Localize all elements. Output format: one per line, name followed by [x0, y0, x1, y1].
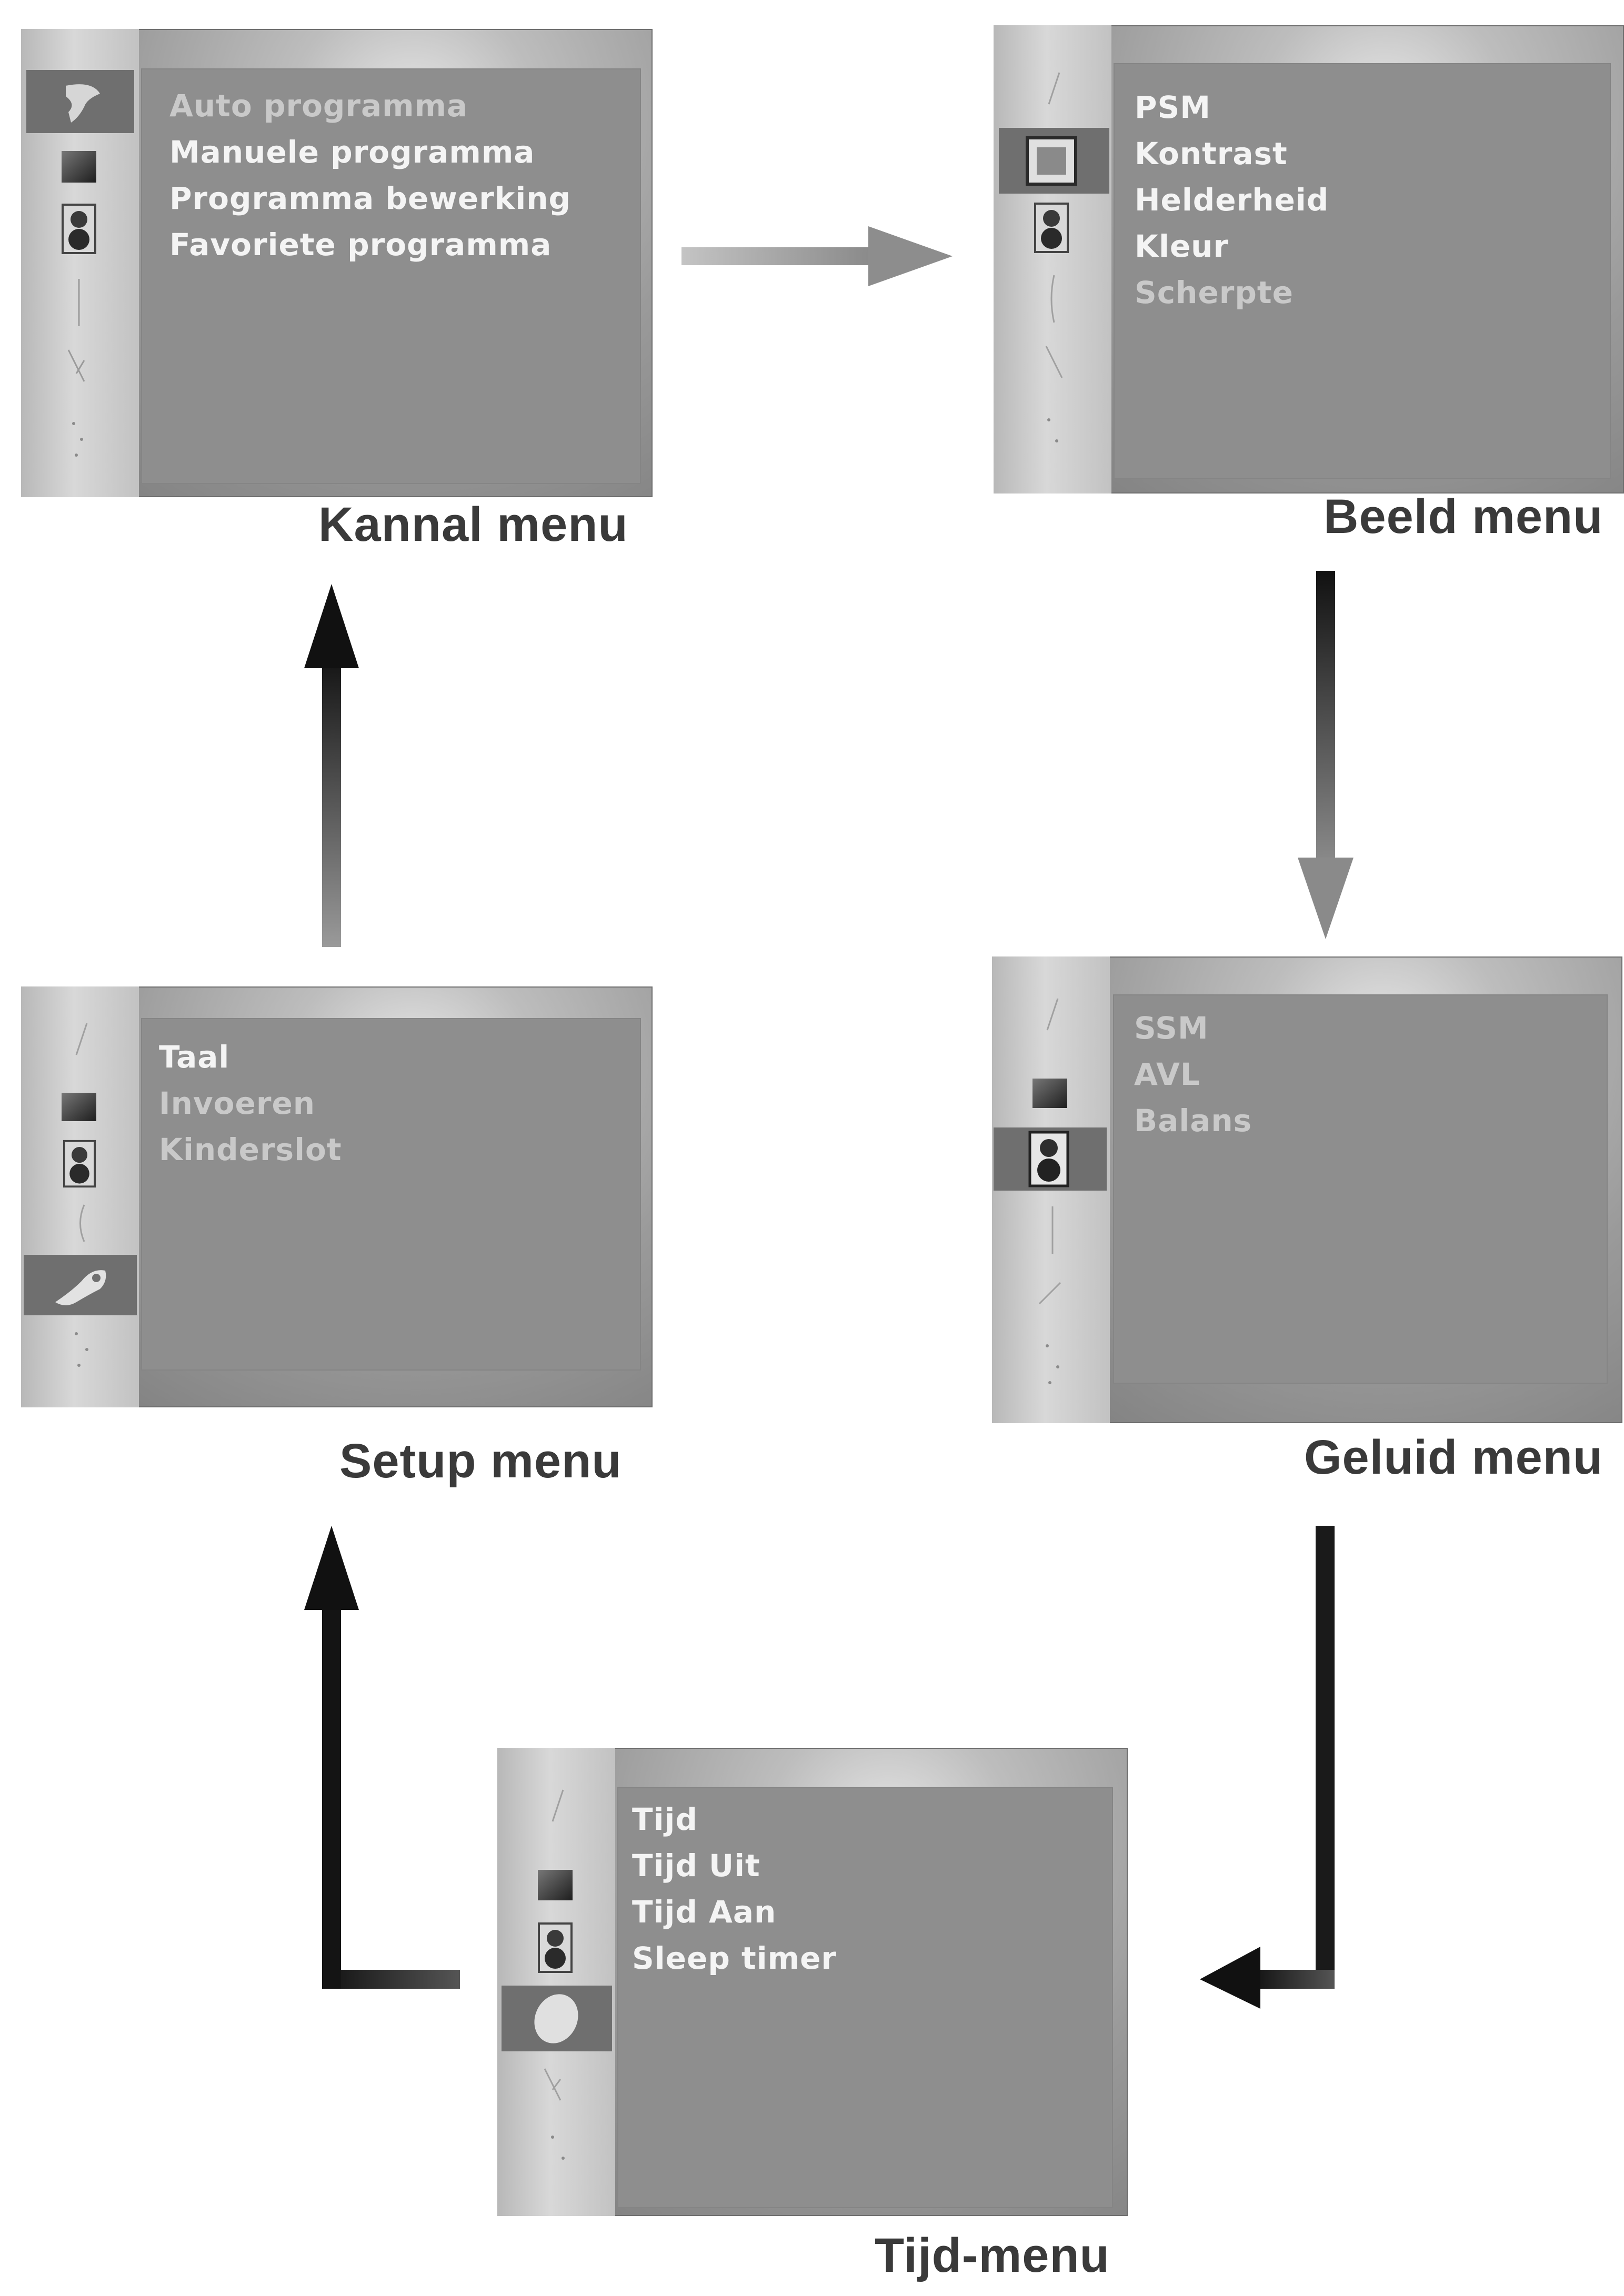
picture-icon[interactable] — [61, 1092, 97, 1122]
menu-options-panel — [1113, 994, 1608, 1384]
speaker-icon[interactable] — [537, 1921, 574, 1974]
lock-icon[interactable] — [1041, 409, 1067, 462]
menu-item[interactable]: Tijd — [632, 1801, 698, 1837]
satellite-dish-icon[interactable] — [55, 75, 108, 128]
arrow-kannal-to-beeld — [681, 226, 953, 286]
satellite-dish-icon[interactable] — [547, 1785, 568, 1827]
satellite-dish-icon[interactable] — [71, 1018, 92, 1060]
menu-item[interactable]: Auto programma — [169, 88, 468, 124]
lock-icon[interactable] — [66, 413, 92, 466]
menu-options-panel — [1114, 63, 1611, 479]
clock-icon[interactable] — [1044, 273, 1065, 325]
menu-item[interactable]: Helderheid — [1135, 182, 1329, 218]
menu-icon-sidebar — [21, 986, 139, 1407]
menu-options-panel — [617, 1787, 1113, 2208]
setup-menu-screen: Taal Invoeren Kinderslot — [21, 986, 653, 1407]
beeld-menu-screen: PSM Kontrast Helderheid Kleur Scherpte — [994, 25, 1624, 494]
tijd-menu-caption: Tijd-menu — [875, 2229, 1110, 2282]
arrow-tijd-to-setup — [304, 1526, 460, 1989]
picture-icon[interactable] — [537, 1869, 574, 1901]
wrench-icon[interactable] — [50, 1260, 113, 1310]
menu-item[interactable]: Kinderslot — [159, 1132, 342, 1167]
menu-item[interactable]: Tijd Uit — [632, 1848, 760, 1884]
menu-options-panel — [141, 68, 641, 484]
menu-icon-sidebar — [994, 25, 1111, 494]
lock-icon[interactable] — [66, 1323, 97, 1381]
clock-icon[interactable] — [71, 1202, 92, 1244]
clock-icon[interactable] — [1042, 1204, 1063, 1256]
wrench-icon[interactable] — [63, 345, 95, 392]
menu-item[interactable]: AVL — [1134, 1056, 1200, 1092]
clock-icon[interactable] — [68, 276, 89, 329]
picture-icon[interactable] — [1025, 136, 1078, 186]
speaker-icon[interactable] — [1028, 1130, 1070, 1188]
menu-item[interactable]: Tijd Aan — [632, 1894, 777, 1930]
lock-icon[interactable] — [542, 2127, 574, 2184]
menu-item[interactable]: Sleep timer — [632, 1940, 837, 1976]
speaker-icon[interactable] — [61, 203, 97, 255]
arrow-beeld-to-geluid — [1298, 571, 1354, 939]
menu-item[interactable]: Invoeren — [159, 1085, 316, 1121]
wrench-icon[interactable] — [539, 2063, 571, 2111]
kannal-menu-screen: Auto programma Manuele programma Program… — [21, 29, 653, 497]
menu-item[interactable]: Balans — [1134, 1103, 1252, 1139]
wrench-icon[interactable] — [1041, 341, 1067, 388]
lock-icon[interactable] — [1037, 1335, 1068, 1393]
geluid-menu-caption: Geluid menu — [1304, 1431, 1603, 1484]
menu-item[interactable]: Programma bewerking — [169, 180, 572, 216]
picture-icon[interactable] — [1031, 1077, 1068, 1109]
menu-item[interactable]: PSM — [1135, 89, 1211, 125]
menu-item[interactable]: Kleur — [1135, 228, 1229, 264]
kannal-menu-caption: Kannal menu — [318, 498, 628, 551]
menu-item[interactable]: Favoriete programma — [169, 227, 552, 263]
speaker-icon[interactable] — [62, 1139, 97, 1189]
picture-icon[interactable] — [61, 150, 97, 184]
setup-menu-caption: Setup menu — [339, 1434, 622, 1488]
satellite-dish-icon[interactable] — [1044, 67, 1065, 109]
menu-item[interactable]: Scherpte — [1135, 275, 1294, 310]
speaker-icon[interactable] — [1033, 202, 1070, 254]
menu-item[interactable]: Manuele programma — [169, 134, 535, 170]
geluid-menu-screen: SSM AVL Balans — [992, 956, 1622, 1423]
menu-item[interactable]: Kontrast — [1135, 136, 1288, 172]
menu-item[interactable]: SSM — [1134, 1010, 1209, 1046]
beeld-menu-caption: Beeld menu — [1324, 490, 1603, 543]
arrow-geluid-to-tijd — [1200, 1526, 1335, 2009]
menu-item[interactable]: Taal — [159, 1039, 230, 1075]
menu-icon-sidebar — [497, 1748, 615, 2216]
wrench-icon[interactable] — [1034, 1272, 1066, 1320]
menu-options-panel — [141, 1018, 641, 1371]
arrow-setup-to-kannal — [304, 584, 359, 947]
satellite-dish-icon[interactable] — [1042, 993, 1063, 1035]
tijd-menu-screen: Tijd Tijd Uit Tijd Aan Sleep timer — [497, 1748, 1128, 2216]
clock-icon[interactable] — [529, 1990, 582, 2048]
